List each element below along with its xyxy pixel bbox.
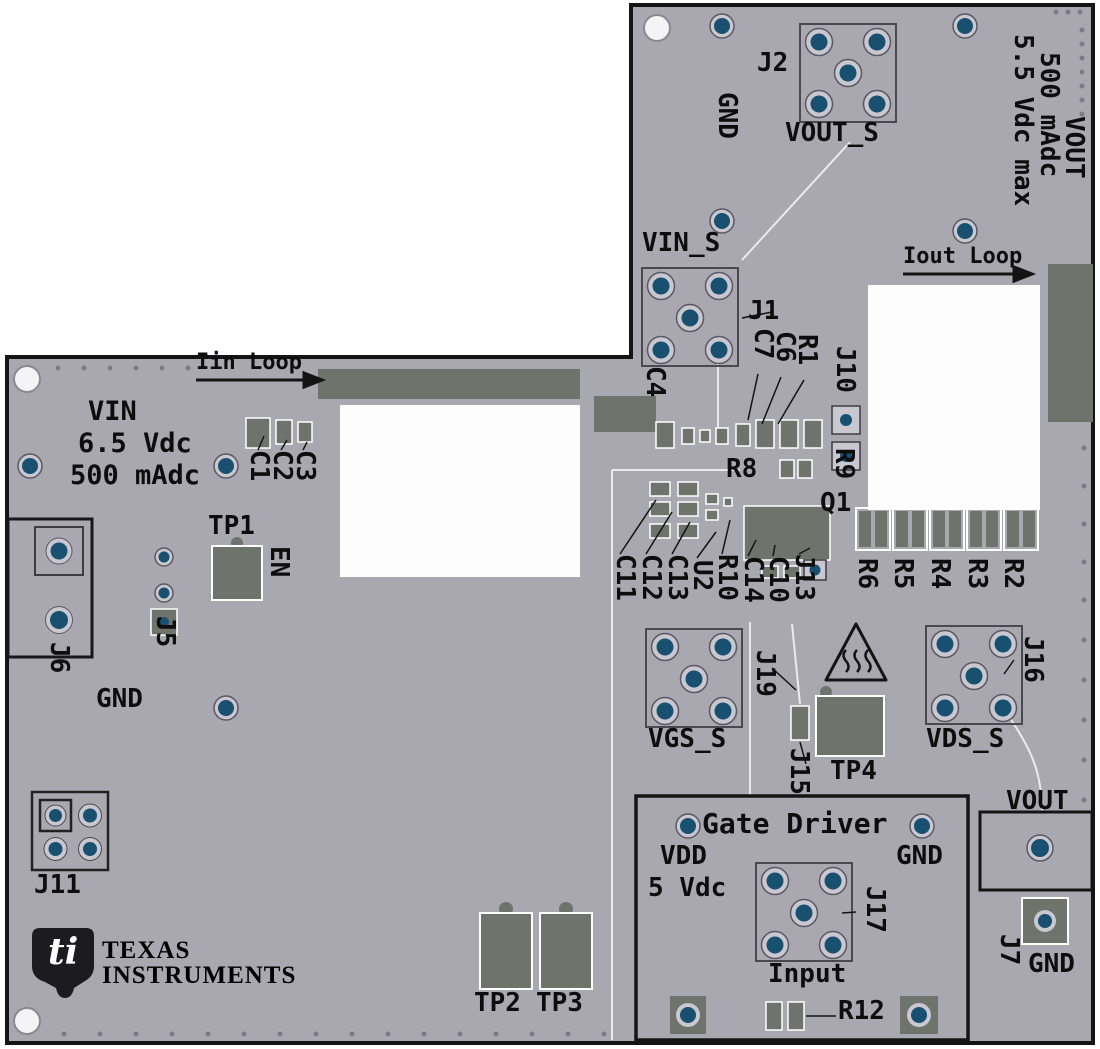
label-vdd: VDD [660, 841, 707, 871]
label-j16: J16 [1018, 636, 1048, 683]
label-rating-voltage: 5.5 Vdc max [1008, 34, 1038, 207]
label-tp3: TP3 [536, 988, 583, 1018]
label-j13: J13 [789, 554, 819, 601]
label-vin-s: VIN_S [642, 228, 721, 258]
j6-connector [6, 517, 94, 659]
vgs-s-connector [645, 628, 743, 728]
label-j6: J6 [44, 642, 74, 674]
ti-logo-text: ti [48, 931, 79, 973]
iout-loop-arrow [903, 264, 1037, 284]
tp3-pad [539, 902, 593, 990]
label-r3: R3 [962, 558, 992, 590]
j13-pad [803, 559, 827, 581]
input-cap-pads [245, 417, 313, 449]
label-en: EN [264, 546, 294, 578]
label-c12: C12 [636, 554, 666, 601]
label-r8: R8 [726, 454, 758, 484]
label-gnd-j7: GND [1028, 949, 1075, 979]
label-c10: C10 [763, 556, 793, 603]
brand-line1: TEXAS [102, 937, 191, 964]
j5-pad [150, 608, 178, 636]
leader-lines [257, 311, 1015, 1017]
vds-s-connector [925, 625, 1023, 725]
label-vin: VIN [88, 396, 137, 427]
label-gnd-top: GND [712, 92, 742, 139]
label-input: Input [768, 959, 847, 989]
gate-driver-corner-pads [670, 996, 938, 1034]
resistor-bank [855, 507, 1039, 551]
label-j17: J17 [860, 886, 890, 933]
tp4-pad [815, 686, 885, 757]
silk-block-left [340, 405, 580, 577]
j15-pad [790, 705, 810, 741]
label-j2: J2 [757, 48, 789, 78]
label-q1: Q1 [820, 488, 852, 518]
label-tp4: TP4 [830, 756, 877, 786]
label-vin-voltage: 6.5 Vdc [78, 428, 192, 459]
thermal-warning-icon [824, 622, 888, 682]
plated-holes [17, 13, 1054, 862]
label-j10: J10 [830, 346, 860, 393]
label-rating-net: VOUT [1059, 116, 1089, 179]
brand-line2: INSTRUMENTS [102, 962, 297, 989]
label-j11: J11 [34, 870, 81, 900]
label-c11: C11 [610, 554, 640, 601]
label-j7: J7 [994, 934, 1024, 966]
label-r1: R1 [792, 334, 822, 366]
label-r2: R2 [998, 558, 1028, 590]
label-gnd-left: GND [96, 684, 143, 714]
label-c4: C4 [640, 366, 670, 398]
label-iin-loop: Iin Loop [196, 350, 302, 375]
j11-connector [30, 790, 110, 872]
label-iout-loop: Iout Loop [903, 244, 1023, 269]
label-r10: R10 [712, 554, 742, 601]
label-r4: R4 [925, 558, 955, 590]
label-j1: J1 [748, 296, 780, 326]
label-tp1: TP1 [208, 511, 255, 541]
mounting-holes [13, 14, 671, 1035]
label-vout: VOUT [1006, 786, 1069, 816]
ti-logo [32, 928, 94, 998]
iin-loop-arrow [196, 370, 327, 390]
label-tp2: TP2 [474, 988, 521, 1018]
label-vout-s: VOUT_S [785, 118, 879, 148]
label-j19: J19 [750, 650, 780, 697]
r12-pads [765, 1001, 805, 1031]
j17-connector [755, 862, 853, 962]
label-vdd-voltage: 5 Vdc [648, 873, 727, 903]
j1-connector [641, 267, 739, 367]
label-r9: R9 [829, 448, 859, 480]
label-vds-s: VDS_S [926, 724, 1005, 754]
tp2-pad [479, 902, 533, 990]
j2-connector [799, 23, 897, 123]
vout-connector [978, 810, 1094, 945]
label-r12: R12 [838, 996, 885, 1026]
label-gnd-gate: GND [896, 841, 943, 871]
copper-bars [318, 264, 1093, 432]
mid-row-pads [655, 419, 823, 479]
label-vgs-s: VGS_S [648, 724, 727, 754]
via-dots [55, 9, 1087, 1037]
label-vin-current: 500 mAdc [70, 460, 201, 491]
gate-driver-box [634, 794, 970, 1042]
label-gate-driver-title: Gate Driver [702, 807, 888, 840]
label-c3: C3 [290, 450, 320, 482]
tp1-pad [211, 537, 263, 601]
label-r6: R6 [852, 558, 882, 590]
label-j15: J15 [784, 748, 814, 795]
silk-block-right [868, 285, 1040, 510]
label-r5: R5 [888, 558, 918, 590]
label-j5: J5 [150, 616, 180, 648]
j10-pads [831, 405, 861, 471]
